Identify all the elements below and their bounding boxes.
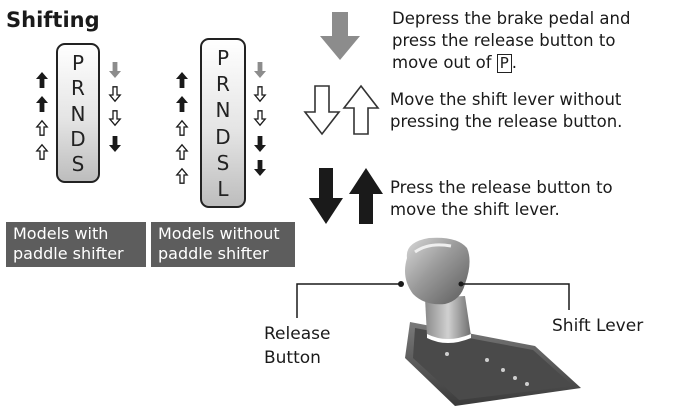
free-shift-arrows-icon (303, 84, 380, 136)
gate-position: L (217, 176, 229, 201)
release-button-callout: Release Button (264, 324, 331, 368)
gate-position: R (71, 76, 85, 101)
page-title: Shifting (6, 8, 100, 32)
brake-arrow-icon (320, 12, 360, 60)
shift-lever-illustration (398, 237, 581, 406)
gate-position: N (215, 98, 231, 123)
gate-position: S (216, 150, 230, 175)
gate-position: P (216, 46, 230, 70)
gate-position: D (70, 126, 86, 151)
release-shift-instruction: Press the release button to move the shi… (390, 178, 613, 219)
release-shift-arrows-icon (309, 168, 383, 224)
brake-instruction: Depress the brake pedal and press the re… (392, 9, 631, 73)
park-position-box: P (496, 54, 512, 73)
gate-position: N (70, 101, 86, 126)
free-shift-instruction: Move the shift lever without pressing th… (390, 90, 623, 131)
left-model-label: Models with paddle shifter (6, 222, 146, 267)
gate-position: D (215, 124, 231, 149)
left-shift-gate: P R N D S (56, 43, 100, 183)
shift-lever-callout: Shift Lever (552, 316, 644, 336)
gate-position: R (216, 72, 230, 97)
right-shift-gate: P R N D S L (200, 38, 246, 208)
gate-position: P (71, 51, 85, 75)
gate-position: S (71, 152, 85, 176)
right-model-label: Models without paddle shifter (151, 222, 295, 267)
